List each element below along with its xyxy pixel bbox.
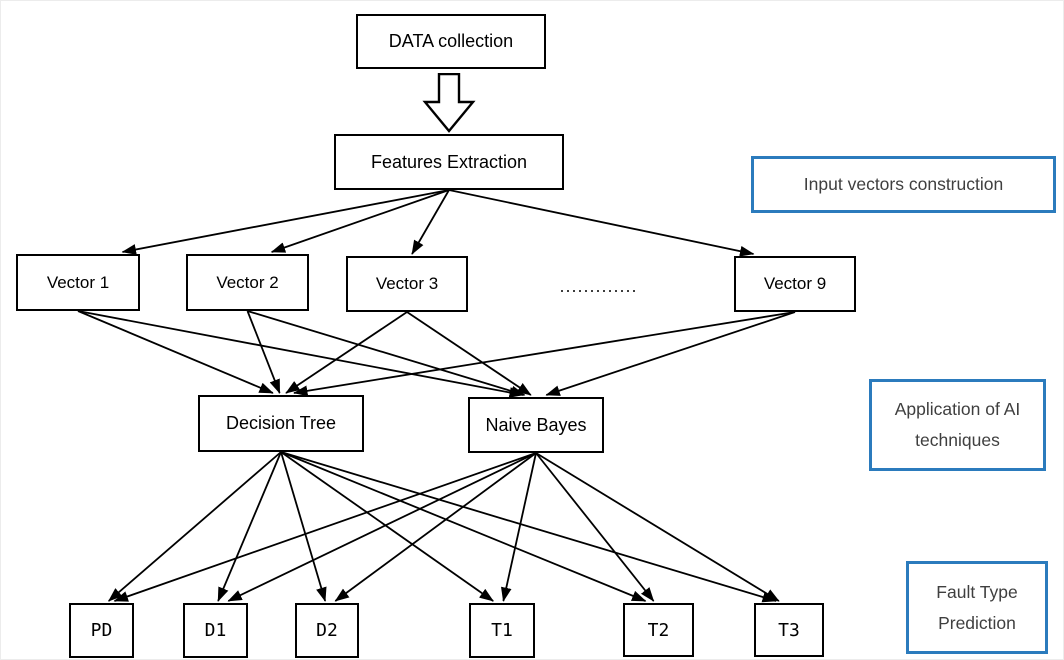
node-fault-t3: T3 (754, 603, 824, 657)
node-features-extraction: Features Extraction (334, 134, 564, 190)
flow-arrow-icon (422, 73, 476, 133)
annotation-input-vectors-construction: Input vectors construction (751, 156, 1056, 213)
node-fault-t2: T2 (623, 603, 694, 657)
node-vector-2: Vector 2 (186, 254, 309, 311)
annotation-application-of-ai-techniques: Application of AI techniques (869, 379, 1046, 471)
node-fault-pd: PD (69, 603, 134, 658)
annotation-fault-type-prediction: Fault Type Prediction (906, 561, 1048, 654)
node-data-collection: DATA collection (356, 14, 546, 69)
node-vector-9: Vector 9 (734, 256, 856, 312)
node-fault-d1: D1 (183, 603, 248, 658)
node-decision-tree: Decision Tree (198, 395, 364, 452)
node-fault-d2: D2 (295, 603, 359, 658)
node-vector-1: Vector 1 (16, 254, 140, 311)
vector-ellipsis: ............. (559, 275, 638, 296)
node-fault-t1: T1 (469, 603, 535, 658)
node-vector-3: Vector 3 (346, 256, 468, 312)
node-naive-bayes: Naive Bayes (468, 397, 604, 453)
